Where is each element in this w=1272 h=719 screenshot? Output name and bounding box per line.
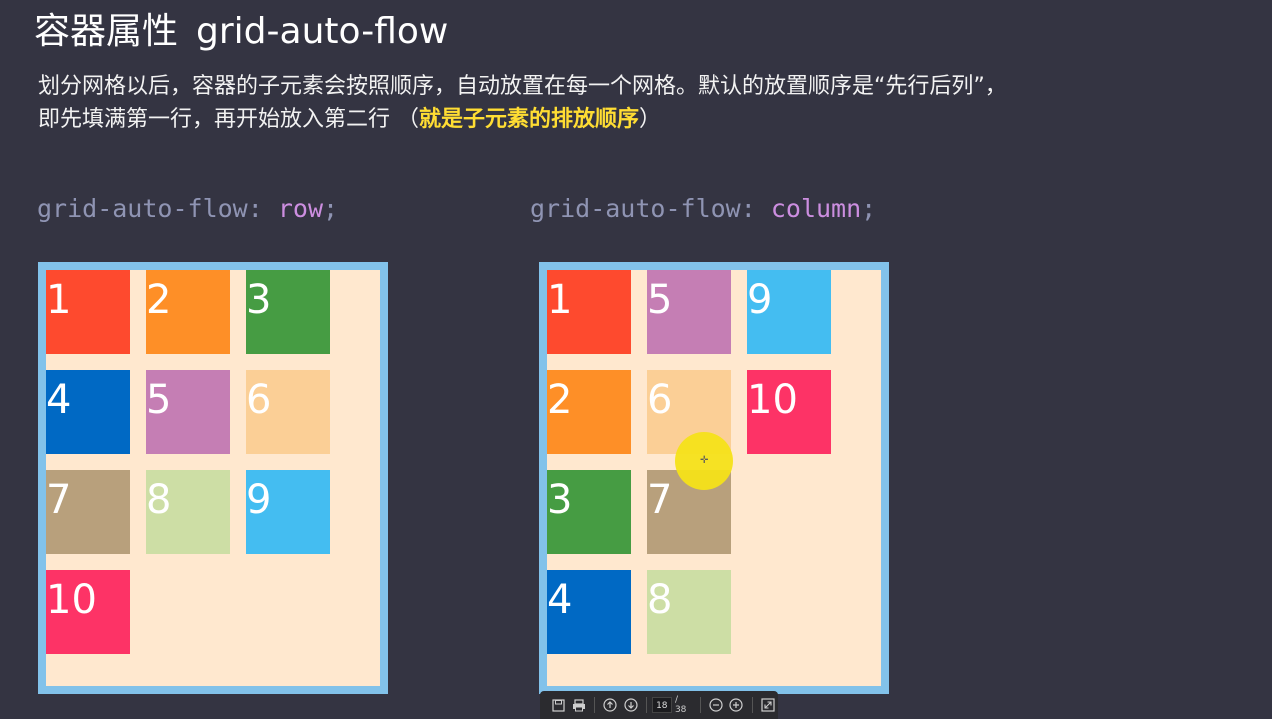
- grid-item-2: 2: [146, 270, 230, 354]
- description-highlight: 就是子元素的排放顺序: [419, 107, 640, 132]
- fit-page-icon[interactable]: [760, 696, 776, 714]
- grid-item-6: 6: [246, 370, 330, 454]
- grid-item-5: 5: [647, 270, 731, 354]
- code-value: column: [770, 194, 862, 223]
- cursor-crosshair-icon: ✛: [700, 455, 709, 466]
- grid-item-3: 3: [246, 270, 330, 354]
- grid-item-7: 7: [46, 470, 130, 554]
- grid-item-10: 10: [46, 570, 130, 654]
- page-number-input[interactable]: 18: [651, 697, 672, 713]
- grid-item-1: 1: [46, 270, 130, 354]
- page-up-icon[interactable]: [602, 696, 618, 714]
- print-icon[interactable]: [570, 696, 586, 714]
- description-line-2-suffix: ）: [639, 107, 662, 132]
- grid-item-8: 8: [146, 470, 230, 554]
- title-cn: 容器属性: [34, 11, 179, 52]
- grid-item-5: 5: [146, 370, 230, 454]
- grid-item-4: 4: [547, 570, 631, 654]
- toolbar-divider: [751, 697, 753, 713]
- code-row-example: grid-auto-flow: row;: [37, 194, 338, 223]
- grid-item-7: 7: [647, 470, 731, 554]
- toolbar-divider: [645, 697, 647, 713]
- toolbar-divider: [593, 697, 595, 713]
- title-code: grid-auto-flow: [196, 11, 449, 52]
- code-semicolon: ;: [861, 194, 877, 223]
- pdf-toolbar: 18 / 38: [540, 691, 778, 719]
- code-value: row: [277, 194, 323, 223]
- code-semicolon: ;: [323, 194, 339, 223]
- grid-item-2: 2: [547, 370, 631, 454]
- code-property: grid-auto-flow:: [37, 194, 263, 223]
- cursor-highlight: ✛: [675, 432, 733, 490]
- zoom-out-icon[interactable]: [708, 696, 724, 714]
- description-line-1: 划分网格以后，容器的子元素会按照顺序，自动放置在每一个网格。默认的放置顺序是“先…: [38, 74, 1007, 99]
- grid-item-9: 9: [246, 470, 330, 554]
- grid-item-8: 8: [647, 570, 731, 654]
- page-title: 容器属性 grid-auto-flow: [34, 2, 448, 54]
- description-line-2-prefix: 即先填满第一行，再开始放入第二行 （: [38, 107, 419, 132]
- grid-item-4: 4: [46, 370, 130, 454]
- code-column-example: grid-auto-flow: column;: [530, 194, 876, 223]
- page-total: / 38: [674, 695, 687, 715]
- description: 划分网格以后，容器的子元素会按照顺序，自动放置在每一个网格。默认的放置顺序是“先…: [38, 70, 1248, 136]
- grid-item-10: 10: [747, 370, 831, 454]
- page-down-icon[interactable]: [622, 696, 638, 714]
- code-property: grid-auto-flow:: [530, 194, 756, 223]
- toolbar-divider: [699, 697, 701, 713]
- description-line-2: 即先填满第一行，再开始放入第二行 （就是子元素的排放顺序）: [38, 103, 1248, 136]
- grid-item-9: 9: [747, 270, 831, 354]
- grid-item-1: 1: [547, 270, 631, 354]
- zoom-in-icon[interactable]: [728, 696, 744, 714]
- grid-item-3: 3: [547, 470, 631, 554]
- save-icon[interactable]: [550, 696, 566, 714]
